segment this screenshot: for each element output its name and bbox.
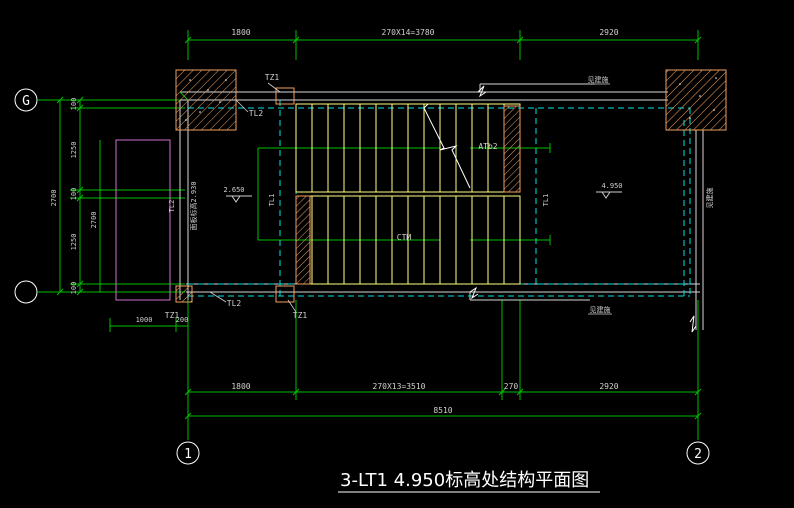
top-dim-3: 2920 xyxy=(599,28,618,37)
tz-top xyxy=(275,87,295,105)
column-top-left xyxy=(175,69,237,131)
label-tz1-left: TZ1 xyxy=(165,311,180,320)
label-vert-note: 面板标高2.930 xyxy=(189,181,198,230)
leaders xyxy=(209,82,612,315)
left-dim-5: 100 xyxy=(70,282,78,295)
label-slab-top: 见建施 xyxy=(588,75,609,84)
axis-2: 2 xyxy=(686,300,710,465)
stair-treads-top xyxy=(311,104,505,192)
stair-wall-right xyxy=(503,105,521,193)
axis-1: 1 xyxy=(176,300,200,465)
axis-row-bottom xyxy=(14,280,60,304)
svg-text:1: 1 xyxy=(184,447,192,462)
pink-outline xyxy=(115,139,171,301)
small-dim-1: 1000 xyxy=(136,316,153,324)
bottom-dimension xyxy=(109,300,702,420)
column-bottom-left xyxy=(175,285,193,303)
axis-g: G xyxy=(14,88,60,112)
bottom-dim-1: 1800 xyxy=(231,382,250,391)
label-ctm: CTM xyxy=(397,233,412,242)
column-dots xyxy=(185,77,717,121)
label-tl1-right: TL1 xyxy=(542,194,550,207)
stair-treads-bottom xyxy=(311,196,505,284)
break-line xyxy=(423,85,697,333)
left-dim-2: 1250 xyxy=(70,142,78,159)
label-tl2-bottom: TL2 xyxy=(227,299,242,308)
elev-marker-right xyxy=(596,191,622,199)
label-slab-bottom: 见建施 xyxy=(590,305,611,314)
svg-text:2: 2 xyxy=(694,447,702,462)
bottom-dim-4: 2920 xyxy=(599,382,618,391)
left-dim-7: 2700 xyxy=(90,212,98,229)
label-tz1-bottom: TZ1 xyxy=(293,311,308,320)
label-elev-right: 4.950 xyxy=(601,182,622,190)
dashed-lines xyxy=(188,100,691,300)
top-dim-2: 270X14=3780 xyxy=(382,28,435,37)
bottom-dim-total: 8510 xyxy=(433,406,452,415)
label-elev-left: 2.650 xyxy=(223,186,244,194)
stair-wall-left xyxy=(295,195,311,285)
drawing-title: 3-LT1 4.950标高处结构平面图 xyxy=(340,470,589,491)
left-dim-1: 100 xyxy=(70,98,78,111)
top-dimension xyxy=(184,30,702,60)
label-tl2-vert: TL2 xyxy=(168,200,176,213)
left-dim-6: 2700 xyxy=(50,190,58,207)
label-tl2-top: TL2 xyxy=(249,109,264,118)
label-slab-right: 见建施 xyxy=(705,188,714,209)
label-atb: ATb2 xyxy=(478,142,497,151)
svg-text:G: G xyxy=(22,94,30,109)
left-dim-4: 1250 xyxy=(70,234,78,251)
bottom-dim-3: 270 xyxy=(504,382,519,391)
small-dim-2: 200 xyxy=(176,316,189,324)
top-dim-1: 1800 xyxy=(231,28,250,37)
bottom-dim-2: 270X13=3510 xyxy=(373,382,426,391)
left-dimension xyxy=(50,96,185,296)
label-tz1-top: TZ1 xyxy=(265,73,280,82)
column-top-right xyxy=(665,69,727,131)
label-tl1-left: TL1 xyxy=(268,194,276,207)
left-dim-3: 100 xyxy=(70,188,78,201)
tz-bottom xyxy=(275,285,295,303)
elev-marker-left xyxy=(226,195,252,203)
